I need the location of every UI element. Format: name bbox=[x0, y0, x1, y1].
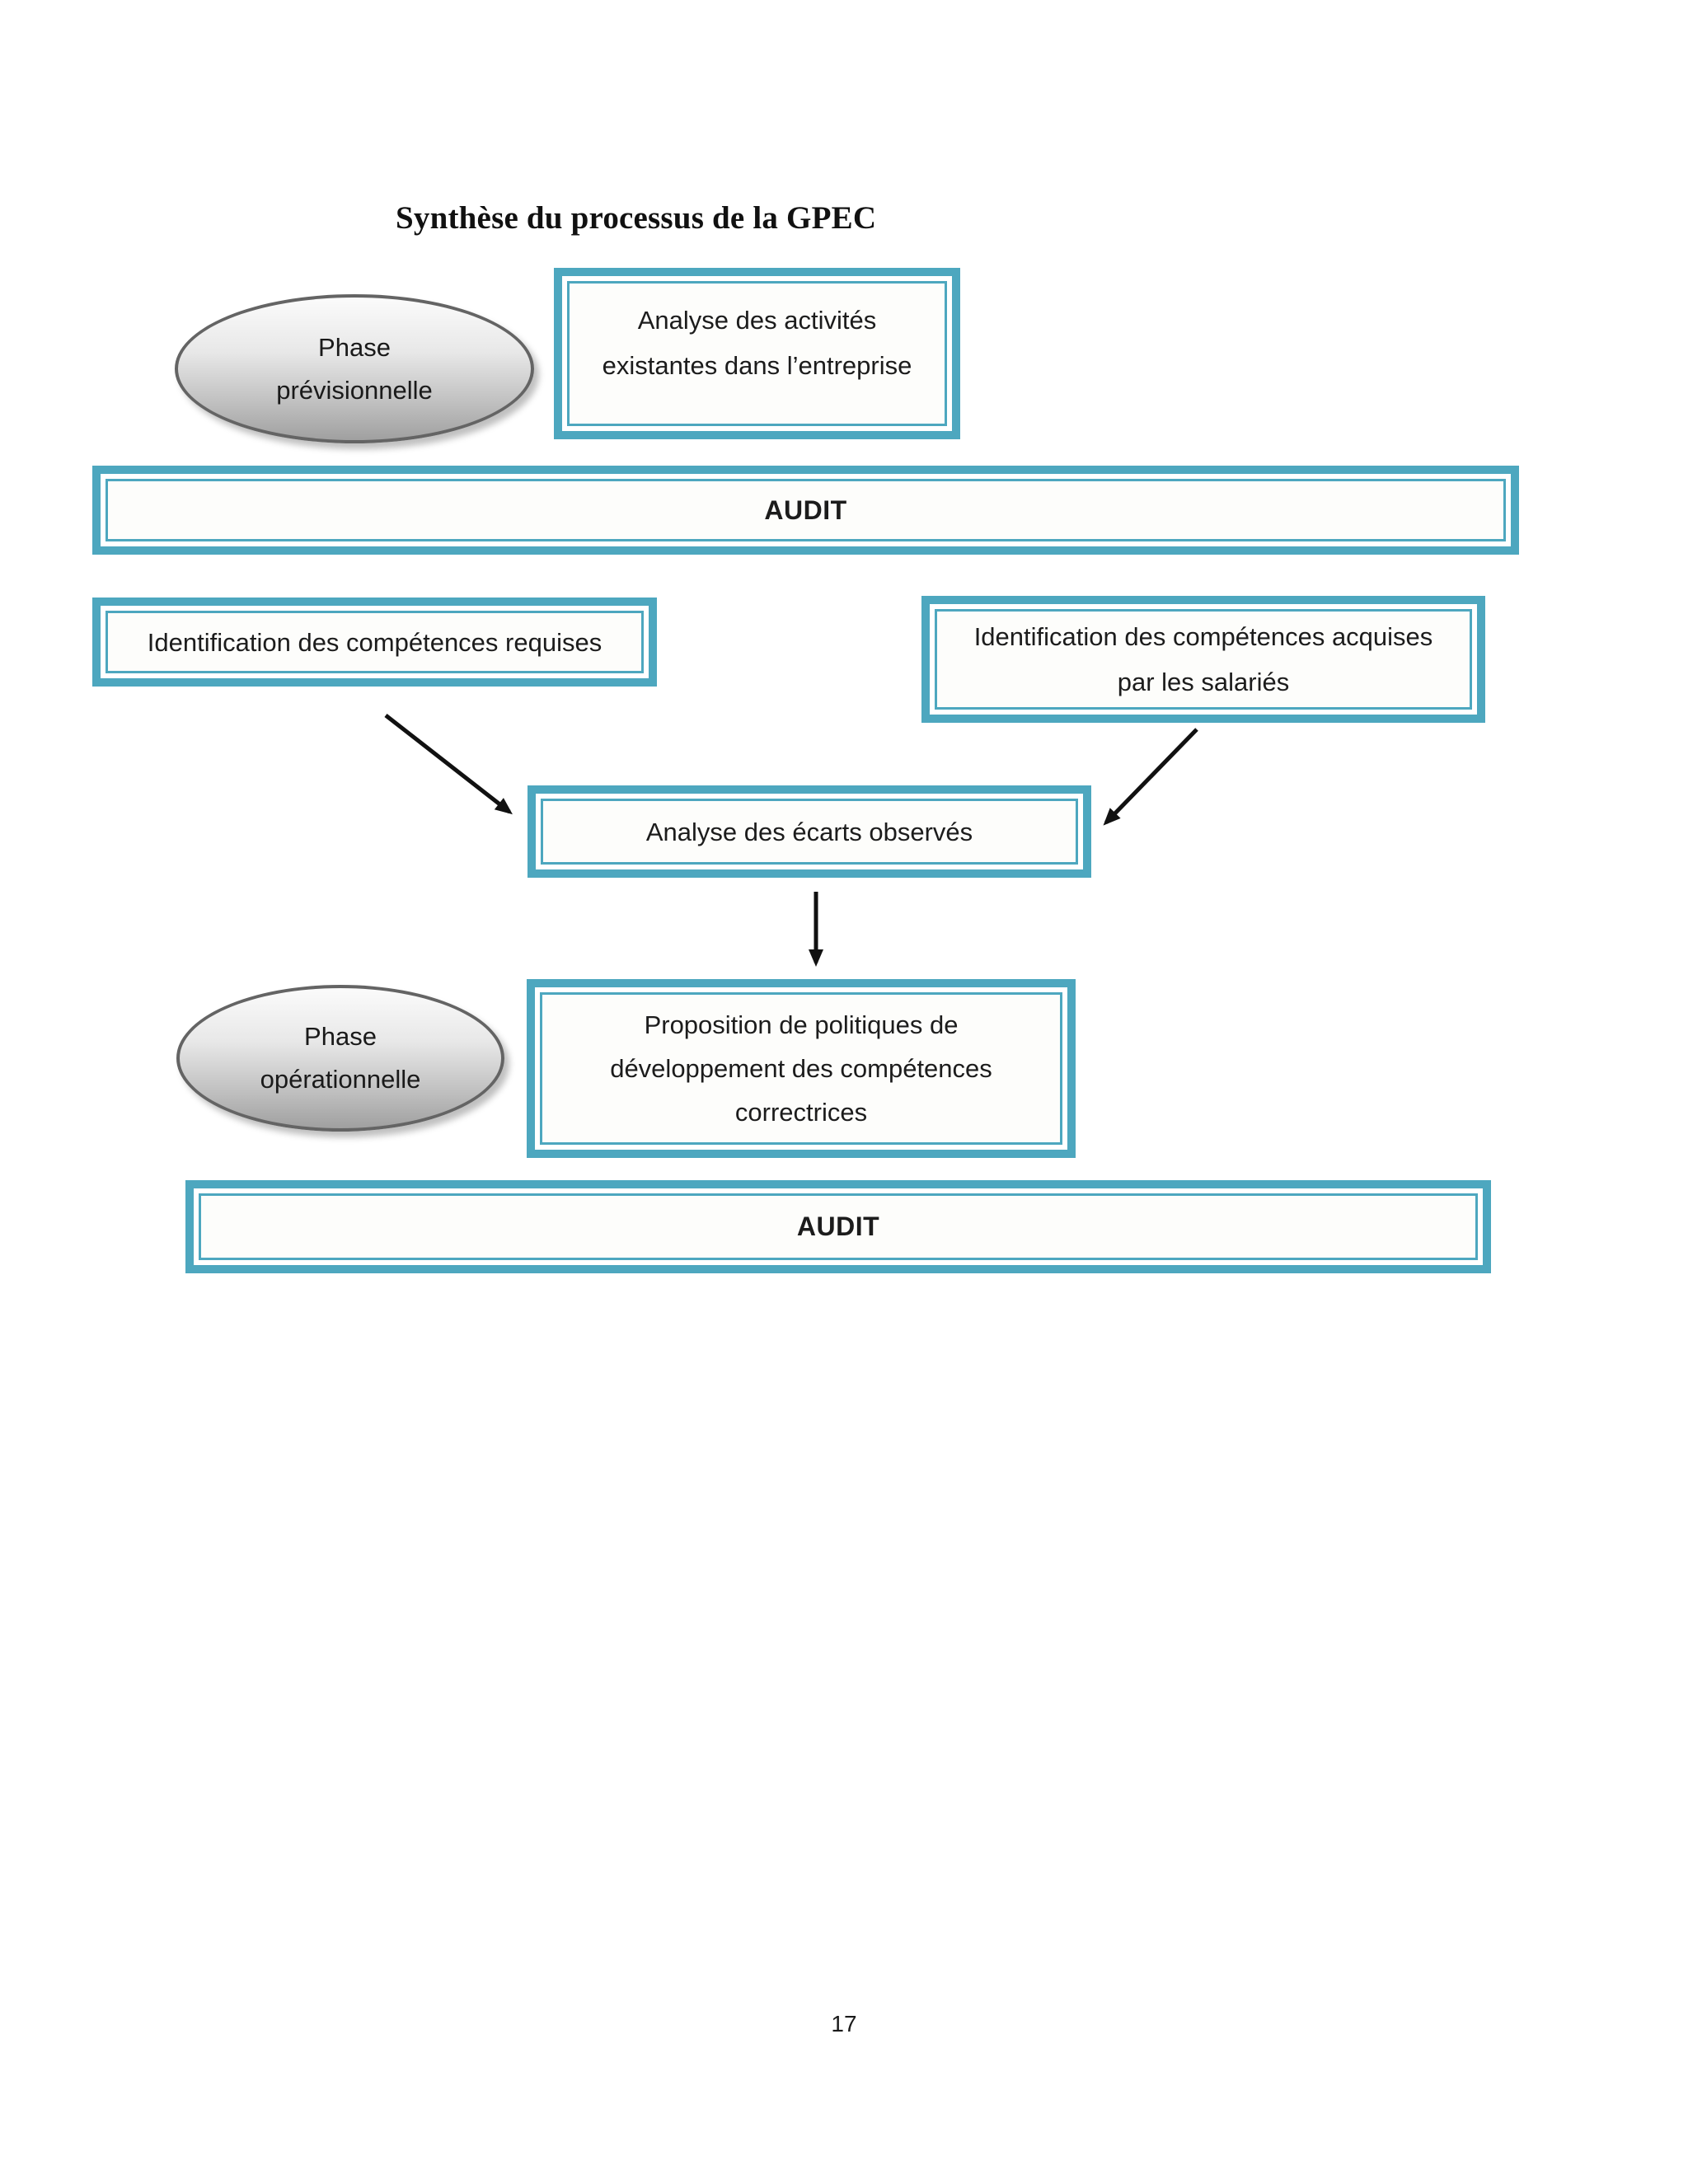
arrow-acquises-to-ecarts-icon bbox=[1103, 728, 1198, 826]
analyse-ecarts-box: Analyse des écarts observés bbox=[528, 785, 1091, 878]
competences-acquises-label-line1: Identification des compétences acquises bbox=[973, 622, 1433, 651]
arrow-requises-to-ecarts-icon bbox=[384, 714, 513, 815]
proposition-label-line2: développement des compétences bbox=[610, 1054, 992, 1083]
phase-previsionnelle-label-line2: prévisionnelle bbox=[276, 375, 433, 405]
page-title: Synthèse du processus de la GPEC bbox=[396, 200, 877, 236]
audit-bottom-bar: AUDIT bbox=[185, 1180, 1491, 1273]
competences-requises-box: Identification des compétences requises bbox=[92, 598, 657, 687]
competences-requises-box-inner: Identification des compétences requises bbox=[106, 611, 644, 673]
analyse-activites-box-inner: Analyse des activités existantes dans l’… bbox=[567, 281, 947, 426]
proposition-box-inner: Proposition de politiques de développeme… bbox=[540, 992, 1062, 1145]
competences-acquises-box-inner: Identification des compétences acquises … bbox=[935, 609, 1472, 710]
analyse-ecarts-box-inner: Analyse des écarts observés bbox=[541, 799, 1078, 865]
phase-operationnelle-ellipse: Phase opérationnelle bbox=[176, 985, 504, 1132]
analyse-ecarts-label: Analyse des écarts observés bbox=[645, 817, 973, 846]
phase-operationnelle-label-line2: opérationnelle bbox=[260, 1065, 421, 1094]
proposition-label-line3: correctrices bbox=[734, 1098, 868, 1127]
competences-acquises-box: Identification des compétences acquises … bbox=[921, 596, 1485, 723]
competences-acquises-label-line2: par les salariés bbox=[1117, 668, 1290, 696]
audit-bottom-label: AUDIT bbox=[796, 1212, 880, 1241]
audit-top-label: AUDIT bbox=[764, 494, 847, 525]
phase-operationnelle-label-line1: Phase bbox=[304, 1022, 377, 1051]
analyse-activites-label-line1: Analyse des activités bbox=[637, 306, 877, 335]
proposition-label-line1: Proposition de politiques de bbox=[644, 1010, 959, 1039]
phase-previsionnelle-label-line1: Phase bbox=[318, 332, 391, 362]
competences-requises-label: Identification des compétences requises bbox=[147, 627, 603, 657]
analyse-activites-label-line2: existantes dans l’entreprise bbox=[602, 351, 912, 380]
audit-bottom-bar-inner: AUDIT bbox=[199, 1193, 1478, 1260]
audit-top-bar-inner: AUDIT bbox=[106, 479, 1506, 541]
analyse-activites-box: Analyse des activités existantes dans l’… bbox=[554, 268, 960, 439]
page-number: 17 bbox=[831, 2011, 857, 2036]
proposition-box: Proposition de politiques de développeme… bbox=[527, 979, 1076, 1158]
phase-previsionnelle-ellipse: Phase prévisionnelle bbox=[175, 294, 534, 443]
audit-top-bar: AUDIT bbox=[92, 466, 1519, 555]
